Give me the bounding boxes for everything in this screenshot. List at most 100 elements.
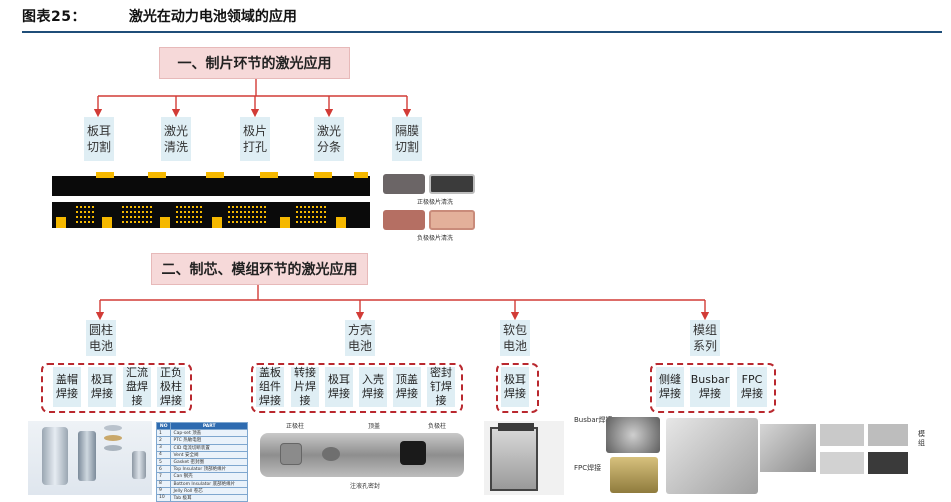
leaf-cover-assembly-welding: 盖板 组件 焊接 [256, 366, 284, 407]
parts-name: Cap-set 顶盖 [170, 429, 248, 438]
module-part-image-4 [868, 452, 908, 474]
group-pouch [496, 363, 539, 413]
caption-positive: 正极极片清洗 [417, 199, 454, 206]
jelly-roll-image [78, 431, 96, 481]
leaf-seal-pin-welding: 密封 钉焊 接 [427, 366, 455, 407]
node-electrode-drilling: 极片 打孔 [240, 117, 270, 161]
electrode-strip-illustration [52, 172, 370, 228]
module-side-text: 模组 [918, 430, 925, 447]
leaf-top-cover-welding: 顶盖 焊接 [393, 367, 421, 407]
parts-no: 9 [155, 486, 172, 495]
category-module: 模组 系列 [690, 320, 720, 356]
node-laser-slitting: 激光 分条 [314, 117, 344, 161]
parts-no: 4 [155, 450, 172, 459]
leaf-tab-welding-cyl: 极耳 焊接 [88, 367, 116, 407]
parts-no: 3 [155, 443, 172, 452]
group-module [650, 363, 776, 413]
cell-can-image [42, 427, 68, 485]
cap-part-image [104, 425, 122, 431]
pouch-tab-image [498, 423, 534, 431]
category-prismatic: 方壳 电池 [345, 320, 375, 356]
negative-terminal-image [400, 441, 426, 465]
leaf-case-welding: 入壳 焊接 [359, 367, 387, 407]
label-busbar-welding: Busbar焊接 [574, 416, 613, 424]
positive-before-photo [383, 174, 425, 194]
parts-name: Tab 极耳 [170, 493, 248, 502]
parts-no: 2 [155, 436, 172, 445]
label-negative-terminal: 负极柱 [428, 423, 447, 430]
parts-name: Bottom Insulator 底部绝缘片 [170, 479, 248, 488]
figure-label: 图表25： [22, 9, 86, 25]
leaf-tab-welding-pris: 极耳 焊接 [325, 367, 353, 407]
parts-no: 10 [155, 493, 172, 502]
module-part-image-1 [820, 424, 864, 446]
parts-name: PTC 热敏电阻 [170, 436, 248, 445]
group-prismatic [251, 363, 463, 413]
node-tab-cutting: 板耳 切割 [84, 117, 114, 161]
caption-negative: 负极极片清洗 [417, 235, 454, 242]
cid-part-image [104, 445, 122, 451]
parts-name: Top Insulator 顶部绝缘片 [170, 465, 248, 474]
label-positive-terminal: 正极柱 [286, 423, 305, 430]
parts-header-no: NO [155, 421, 172, 431]
group-cylindrical [41, 363, 192, 413]
negative-after-photo [429, 210, 475, 230]
ptc-part-image [104, 435, 122, 441]
module-welding-photos: Busbar焊接 FPC焊接 [572, 413, 664, 495]
leaf-tab-welding-pouch: 极耳 焊接 [501, 367, 529, 407]
module-part-image-3 [820, 452, 864, 474]
positive-after-photo [429, 174, 475, 194]
module-box-image [760, 424, 816, 472]
label-top-cover: 顶盖 [368, 423, 381, 430]
vent-image [322, 447, 340, 461]
section2-title: 二、制芯、模组环节的激光应用 [151, 253, 368, 285]
category-cylindrical: 圆柱 电池 [86, 320, 116, 356]
node-separator-cutting: 隔膜 切割 [392, 117, 422, 161]
pouch-body-image [490, 427, 538, 491]
parts-name: CID 电流切断装置 [170, 443, 248, 452]
parts-name: Can 钢壳 [170, 472, 248, 481]
cover-plate-image [260, 433, 464, 477]
category-pouch: 软包 电池 [500, 320, 530, 356]
leaf-collector-disk-welding: 汇流 盘焊 接 [123, 366, 151, 407]
parts-no: 6 [155, 465, 172, 474]
fpc-weld-image [610, 457, 658, 493]
leaf-adapter-welding: 转接 片焊 接 [291, 366, 319, 407]
prismatic-cover-photo: 正极柱 顶盖 负极柱 注液孔密封 [258, 419, 468, 495]
node-laser-cleaning: 激光 清洗 [161, 117, 191, 161]
leaf-busbar-welding: Busbar 焊接 [690, 367, 730, 407]
small-can-image [132, 451, 146, 479]
section1-title: 一、制片环节的激光应用 [159, 47, 350, 79]
label-fill-hole-seal: 注液孔密封 [350, 483, 381, 490]
negative-before-photo [383, 210, 425, 230]
pouch-cell-photo [484, 421, 564, 495]
cylindrical-exploded-view [28, 421, 152, 495]
busbar-weld-image [606, 417, 660, 453]
parts-name: Gasket 密封圈 [170, 457, 248, 467]
parts-no: 5 [155, 457, 172, 467]
parts-name: Vent 安全阀 [170, 450, 248, 459]
module-part-image-2 [868, 424, 908, 446]
leaf-side-seam-welding: 侧缝 焊接 [656, 367, 684, 407]
label-fpc-welding: FPC焊接 [574, 464, 602, 472]
positive-terminal-image [280, 443, 302, 465]
parts-no: 7 [155, 472, 172, 481]
parts-no: 8 [155, 479, 172, 488]
module-assembly-image [666, 418, 758, 494]
cleaning-photos: 正极极片清洗 负极极片清洗 [381, 170, 479, 242]
leaf-terminal-welding: 正负 极柱 焊接 [157, 366, 185, 407]
figure-header: 图表25： 激光在动力电池领域的应用 [22, 6, 297, 26]
figure-title: 激光在动力电池领域的应用 [128, 9, 297, 25]
parts-header-part: PART [170, 421, 248, 431]
